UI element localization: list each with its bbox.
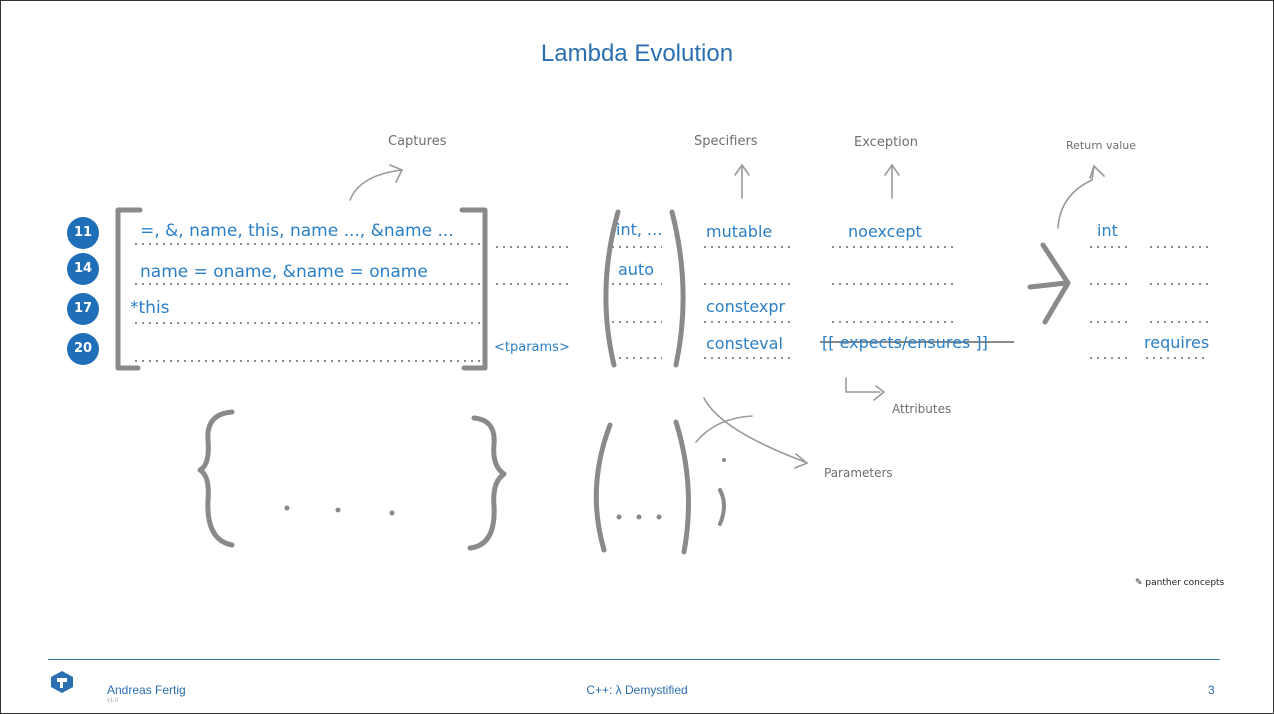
author-logo-icon <box>51 671 73 693</box>
version-14: 14 <box>73 261 93 276</box>
version-20: 20 <box>73 341 93 356</box>
footer-divider <box>48 659 1220 660</box>
capture-row-17: *this <box>130 298 170 318</box>
specifier-mutable: mutable <box>706 222 773 241</box>
body-brace-right <box>467 415 507 551</box>
version-badge-14 <box>67 253 99 285</box>
body-dots <box>284 458 726 520</box>
attribute-expects-ensures: [[ expects/ensures ]] <box>822 333 988 352</box>
body-paren-left <box>593 422 613 553</box>
version-badges <box>67 217 99 365</box>
version-badge-11 <box>67 217 99 249</box>
version-badge-20 <box>67 333 99 365</box>
captures-label: Captures <box>388 134 447 149</box>
exception-label: Exception <box>854 135 918 150</box>
body-paren-right <box>673 419 691 555</box>
capture-bracket-right <box>459 207 488 371</box>
version-badge-17 <box>67 293 99 325</box>
footer-version: v1.0 <box>107 698 119 704</box>
tparams-label: <tparams> <box>494 340 570 355</box>
specifiers-label: Specifiers <box>694 134 758 149</box>
return-type-int: int <box>1097 221 1118 240</box>
slide-title: Lambda Evolution <box>540 40 734 67</box>
exception-noexcept: noexcept <box>848 222 922 241</box>
requires-clause: requires <box>1144 333 1210 352</box>
return-arrow-shaft <box>1027 280 1069 290</box>
capture-row-14: name = oname, &name = oname <box>140 262 428 282</box>
specifier-consteval: consteval <box>706 334 783 353</box>
label-arrows <box>349 163 1105 469</box>
footer-author: Andreas Fertig <box>107 683 186 697</box>
capture-bracket-left <box>115 207 143 371</box>
body-brace-left <box>197 409 235 548</box>
params-paren-left <box>603 209 621 368</box>
version-17: 17 <box>73 301 93 316</box>
body-semicolon <box>718 488 726 526</box>
param-row-11: int, ... <box>616 220 663 239</box>
capture-row-11: =, &, name, this, name ..., &name ... <box>140 221 454 241</box>
page-number: 3 <box>1208 683 1215 697</box>
dotted-guides <box>135 243 1208 362</box>
signature-text: panther concepts <box>1145 578 1225 588</box>
panther-concepts-signature: ✎ panther concepts <box>1135 578 1225 588</box>
return-value-label: Return value <box>1066 139 1137 152</box>
version-11: 11 <box>73 225 93 240</box>
specifier-constexpr: constexpr <box>706 297 786 316</box>
param-row-14: auto <box>618 260 655 279</box>
footer-title: C++: λ Demystified <box>586 683 688 697</box>
captures-arrow <box>349 169 403 201</box>
params-paren-right <box>669 209 686 368</box>
attributes-label: Attributes <box>892 402 952 416</box>
parameters-label: Parameters <box>824 466 893 480</box>
